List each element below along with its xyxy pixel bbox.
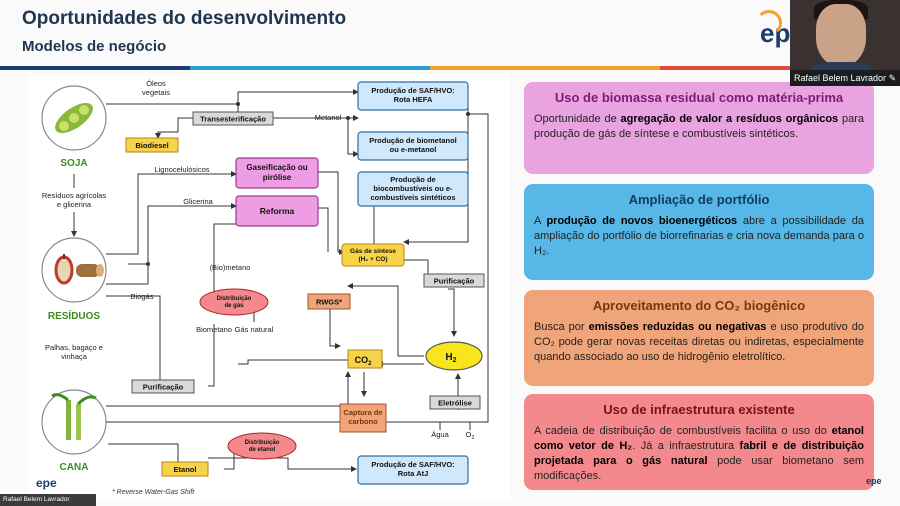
- header-stripe-2: [190, 66, 430, 70]
- svg-text:Reforma: Reforma: [260, 206, 295, 216]
- header-stripe-3: [430, 66, 660, 70]
- residuos-circle: [41, 237, 107, 303]
- sugarcane-icon: [51, 393, 97, 440]
- biometano-label: Biometano: [196, 325, 232, 334]
- footnote: * Reverse Water-Gas Shift: [112, 489, 195, 496]
- svg-text:RWGS*: RWGS*: [316, 298, 342, 307]
- diagram-svg: SOJA RESÍDUOS: [41, 79, 489, 496]
- pin-icon[interactable]: ✎: [888, 73, 897, 83]
- purificacao-right-box: Purificação: [423, 273, 485, 288]
- cana-circle: [41, 389, 107, 455]
- page-title: Oportunidades do desenvolvimento: [22, 8, 347, 29]
- svg-text:Transesterificação: Transesterificação: [200, 115, 266, 124]
- panel-title: Ampliação de portfólio: [628, 192, 770, 207]
- svg-text:Purificação: Purificação: [143, 383, 184, 392]
- panel-title: Uso de biomassa residual como matéria-pr…: [554, 90, 844, 105]
- purificacao-left-box: Purificação: [131, 379, 195, 394]
- reforma-box: Reforma: [235, 195, 319, 227]
- panel-text: Oportunidade de agregação de valor a res…: [534, 113, 865, 140]
- apple-core-icon: [54, 254, 74, 285]
- webcam-overlay: Rafael Belem Lavrador ✎: [790, 0, 900, 86]
- junction-dot: [466, 112, 470, 116]
- biogas-label: Biogás: [131, 292, 154, 301]
- biometano-paren-label: (Bio)metano: [210, 263, 251, 272]
- svg-text:Produção de SAF/HVO:Rota AtJ: Produção de SAF/HVO:Rota AtJ: [371, 460, 454, 478]
- transesterificacao-box: Transesterificação: [192, 111, 274, 126]
- panel-co2: Aproveitamento do CO₂ biogênico Busca po…: [524, 290, 874, 386]
- svg-text:Etanol: Etanol: [174, 465, 197, 474]
- eletrolise-box: Eletrólise: [429, 395, 481, 410]
- svg-text:H2: H2: [445, 352, 456, 364]
- presenter-face: [816, 4, 866, 66]
- soja-label: SOJA: [60, 158, 87, 169]
- residuos-feedstock: RESÍDUOS: [41, 237, 107, 322]
- panel-portfolio: Ampliação de portfólio A produção de nov…: [524, 184, 874, 280]
- gas-sintese-box: Gás de síntese(H₂ + CO): [341, 243, 405, 267]
- gas-natural-label: Gás natural: [235, 325, 274, 334]
- h2-box: H2: [425, 341, 483, 371]
- log-icon: [76, 264, 104, 277]
- lignocelulosicos-label: Lignocelulósicos: [154, 165, 209, 174]
- residuos-label: RESÍDUOS: [48, 309, 101, 322]
- junction-dot: [346, 116, 350, 120]
- etanol-box: Etanol: [161, 461, 209, 477]
- panel-text: Busca por emissões reduzidas ou negativa…: [534, 321, 864, 363]
- webcam-name-bar: Rafael Belem Lavrador ✎: [790, 70, 900, 86]
- panel-title: Aproveitamento do CO₂ biogênico: [592, 298, 806, 313]
- panel-biomassa: Uso de biomassa residual como matéria-pr…: [524, 82, 874, 174]
- svg-text:CO2: CO2: [355, 355, 373, 367]
- svg-text:Produção de SAF/HVO:Rota HEFA: Produção de SAF/HVO:Rota HEFA: [371, 86, 454, 104]
- header-stripe-1: [0, 66, 190, 70]
- business-model-diagram: SOJA RESÍDUOS: [28, 74, 510, 500]
- soybean-icon: [55, 102, 93, 134]
- biodiesel-box: Biodiesel: [125, 137, 179, 153]
- junction-dot: [236, 102, 240, 106]
- co2-box: CO2: [347, 349, 383, 369]
- rwgs-box: RWGS*: [307, 293, 351, 310]
- epe-logo-bottom-left: epe: [36, 476, 57, 490]
- svg-text:Gás de síntese(H₂ + CO): Gás de síntese(H₂ + CO): [350, 248, 396, 263]
- svg-text:Eletrólise: Eletrólise: [438, 399, 472, 408]
- panel-infraestrutura: Uso de infraestrutura existente A cadeia…: [524, 394, 874, 490]
- o2-label: O2: [466, 430, 475, 441]
- page-subtitle: Modelos de negócio: [22, 38, 167, 55]
- epe-logo-bottom-right: epe: [866, 476, 882, 486]
- metanol-label: Metanol: [315, 113, 342, 122]
- svg-text:Purificação: Purificação: [434, 277, 475, 286]
- glicerina-label: Glicerina: [183, 197, 213, 206]
- cana-feedstock: CANA: [41, 389, 107, 473]
- presenter-label: Rafael Belem Lavrador: [0, 494, 96, 506]
- junction-dot: [146, 262, 150, 266]
- agua-label: Água: [431, 430, 449, 439]
- saf-atj-box: Produção de SAF/HVO:Rota AtJ: [357, 455, 469, 485]
- panel-text: A cadeia de distribuição de combustíveis…: [534, 425, 865, 482]
- sun-icon: [756, 10, 782, 36]
- panel-title: Uso de infraestrutura existente: [603, 402, 795, 417]
- panel-text: A produção de novos bioenergéticos abre …: [534, 215, 864, 257]
- header-stripe-4: [660, 66, 900, 70]
- cana-label: CANA: [60, 462, 89, 473]
- saf-hefa-box: Produção de SAF/HVO:Rota HEFA: [357, 81, 469, 111]
- soja-feedstock: SOJA: [41, 85, 107, 169]
- svg-text:Biodiesel: Biodiesel: [135, 141, 168, 150]
